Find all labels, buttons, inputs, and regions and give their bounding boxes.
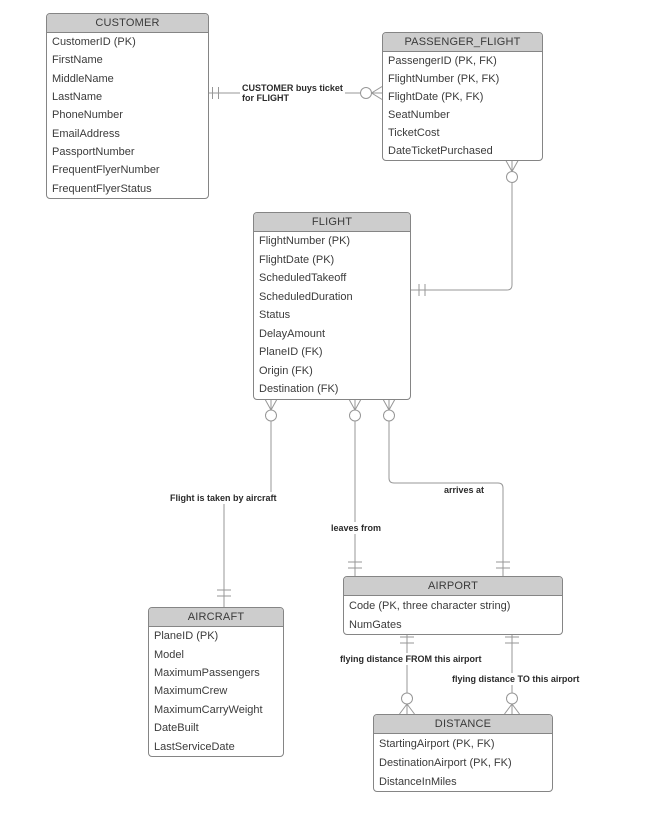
attribute-row: TicketCost <box>388 127 440 139</box>
attribute-row: CustomerID (PK) <box>52 36 136 49</box>
one-and-only-one-icon <box>505 636 519 644</box>
relationship-label-leaves-from: leaves from <box>329 522 384 534</box>
attribute-row: MaximumCarryWeight <box>154 703 263 716</box>
entity-airport-title: AIRPORT <box>344 577 562 596</box>
attribute-row: Status <box>259 309 291 322</box>
attribute-row: NumGates <box>349 618 402 631</box>
connector-line <box>411 182 513 291</box>
attribute-row: SeatNumber <box>388 109 450 121</box>
attribute-row: DestinationAirport (PK, FK) <box>379 756 512 769</box>
attribute-row: Origin (FK) <box>259 364 313 377</box>
attribute-row: PassengerID (PK, FK) <box>388 55 497 67</box>
one-and-only-one-icon <box>400 636 414 644</box>
connector-flight-airport-leaves-from <box>347 396 363 576</box>
one-and-only-one-icon <box>348 561 362 569</box>
attribute-row: FlightNumber (PK, FK) <box>388 73 500 85</box>
attribute-row: ScheduledTakeoff <box>259 272 347 285</box>
attribute-row: ScheduledDuration <box>259 290 353 303</box>
one-and-only-one-icon <box>496 561 510 569</box>
relationship-label-distance-to: flying distance TO this airport <box>450 673 582 685</box>
attribute-row: DateBuilt <box>154 722 199 735</box>
attribute-row: StartingAirport (PK, FK) <box>379 737 495 750</box>
zero-or-many-icon <box>504 692 520 715</box>
zero-or-many-icon <box>360 86 383 100</box>
attribute-row: FlightDate (PK, FK) <box>388 91 484 103</box>
zero-or-many-icon <box>263 396 279 422</box>
connector-airport-distance-from <box>399 632 415 715</box>
entity-customer-title: CUSTOMER <box>47 14 208 33</box>
connector-line <box>388 421 504 576</box>
attribute-row: FrequentFlyerNumber <box>52 164 160 177</box>
connector-line <box>223 421 272 607</box>
entity-distance[interactable]: DISTANCE StartingAirport (PK, FK) Destin… <box>373 714 553 792</box>
zero-or-many-icon <box>381 396 397 422</box>
attribute-row: FirstName <box>52 54 103 67</box>
zero-or-many-icon <box>347 396 363 422</box>
attribute-row: EmailAddress <box>52 127 120 140</box>
relationship-label-line2: for FLIGHT <box>242 93 289 103</box>
attribute-row: DateTicketPurchased <box>388 145 493 157</box>
relationship-label-flight-aircraft: Flight is taken by aircraft <box>168 492 279 504</box>
one-and-only-one-icon <box>217 589 231 597</box>
attribute-row: LastName <box>52 91 103 104</box>
attribute-row: FlightNumber (PK) <box>259 235 351 248</box>
attribute-row: PassportNumber <box>52 145 135 158</box>
relationship-label-distance-from: flying distance FROM this airport <box>338 653 484 665</box>
one-and-only-one-icon <box>418 284 426 296</box>
attribute-row: Model <box>154 648 184 661</box>
connector-airport-distance-to <box>504 632 520 715</box>
entity-flight-title: FLIGHT <box>254 213 410 232</box>
attribute-row: MaximumPassengers <box>154 666 260 679</box>
relationship-label-line1: CUSTOMER buys ticket <box>242 83 343 93</box>
attribute-row: DistanceInMiles <box>379 775 457 788</box>
entity-distance-title: DISTANCE <box>374 715 552 734</box>
entity-customer[interactable]: CUSTOMER CustomerID (PK) FirstName Middl… <box>46 13 209 199</box>
attribute-row: PlaneID (PK) <box>154 630 219 643</box>
attribute-row: PlaneID (FK) <box>259 346 323 359</box>
entity-airport[interactable]: AIRPORT Code (PK, three character string… <box>343 576 563 635</box>
connector-passenger-flight-flight <box>411 157 520 296</box>
attribute-row: LastServiceDate <box>154 740 235 753</box>
entity-aircraft-title: AIRCRAFT <box>149 608 283 627</box>
attribute-row: DelayAmount <box>259 327 326 340</box>
attribute-row: FlightDate (PK) <box>259 253 335 266</box>
relationship-label-arrives-at: arrives at <box>442 484 487 496</box>
attribute-row: Code (PK, three character string) <box>349 599 511 612</box>
one-and-only-one-icon <box>212 87 219 99</box>
relationship-label-customer-buys: CUSTOMER buys ticket for FLIGHT <box>240 82 345 104</box>
attribute-row: PhoneNumber <box>52 109 123 122</box>
zero-or-many-icon <box>399 692 415 715</box>
entity-flight[interactable]: FLIGHT FlightNumber (PK) FlightDate (PK)… <box>253 212 411 400</box>
entity-passenger-flight-title: PASSENGER_FLIGHT <box>383 33 542 52</box>
attribute-row: MaximumCrew <box>154 685 228 698</box>
entity-aircraft[interactable]: AIRCRAFT PlaneID (PK) Model MaximumPasse… <box>148 607 284 757</box>
attribute-row: FrequentFlyerStatus <box>52 182 152 195</box>
entity-passenger-flight[interactable]: PASSENGER_FLIGHT PassengerID (PK, FK) Fl… <box>382 32 543 161</box>
zero-or-many-icon <box>504 157 520 183</box>
attribute-row: Destination (FK) <box>259 383 339 396</box>
attribute-row: MiddleName <box>52 72 114 85</box>
